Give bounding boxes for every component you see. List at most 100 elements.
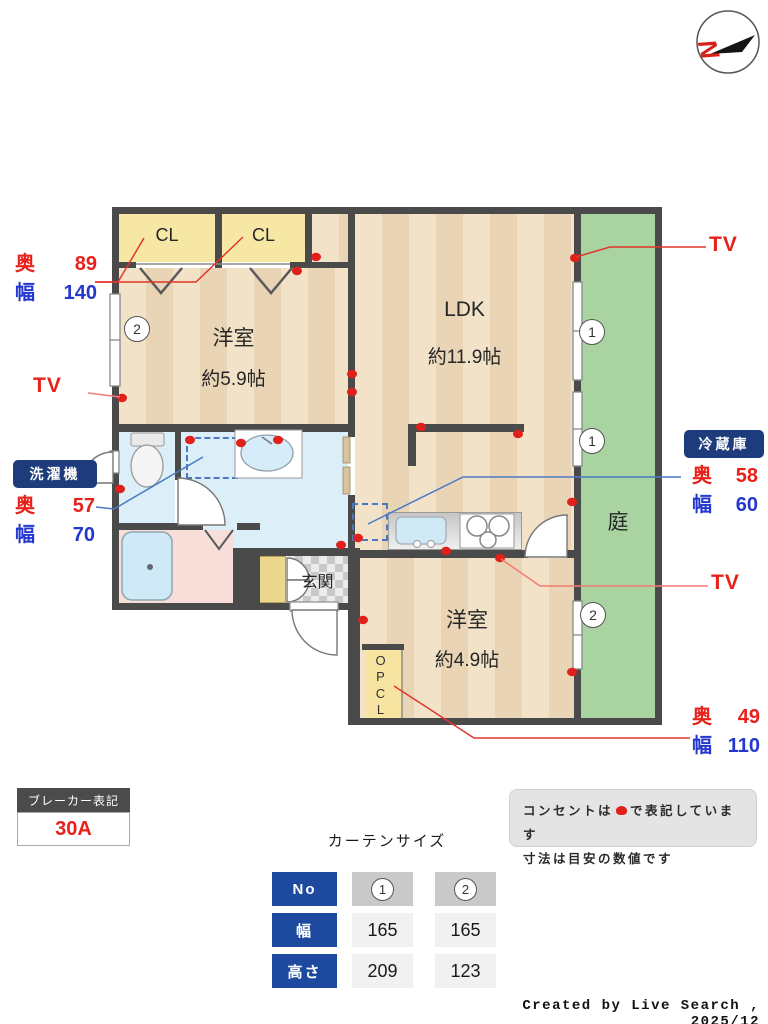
- bathtub-icon: [121, 531, 173, 601]
- curtain-header-height: 高さ: [272, 954, 337, 988]
- outlet-icons: [115, 252, 580, 677]
- breaker-value: 30A: [17, 812, 130, 846]
- opcl-measurements: 奥 49 幅 110: [692, 705, 760, 759]
- legend-note: コンセントはで表記しています 寸法は目安の数値です: [509, 789, 757, 866]
- bedroom2-size: 約4.9帖: [434, 650, 500, 671]
- wall-under-cl-a: [112, 262, 136, 268]
- washer-measurements: 奥 57 幅 70: [15, 494, 95, 548]
- bedroom1-size: 約5.9帖: [201, 369, 266, 390]
- opcl-depth-value: 49: [737, 706, 760, 728]
- fridge-position-box: [352, 503, 388, 541]
- curtain-no1-marker: 1: [371, 877, 394, 901]
- washer-depth-value: 57: [72, 495, 95, 517]
- wall-opcl-top: [362, 644, 404, 650]
- garden-floor: [581, 214, 655, 718]
- curtain-header-no: No: [272, 872, 337, 906]
- wall-bedroom2-left: [348, 548, 360, 725]
- north-arrow-icon: [710, 35, 755, 54]
- toilet-icon: [130, 432, 165, 488]
- closet-depth-value: 89: [74, 253, 97, 275]
- wall-right: [655, 207, 662, 725]
- closet-width-label: 幅: [15, 282, 35, 304]
- wall-ldk-left-upper: [348, 207, 355, 437]
- fridge-width-label: 幅: [692, 494, 712, 516]
- bedroom1-floor: [119, 268, 348, 424]
- ldk-floor: [355, 214, 574, 550]
- breaker-title: ブレーカー表記: [17, 788, 130, 812]
- wall-bath-chunk: [233, 548, 260, 610]
- outlet-legend-icon: [616, 806, 628, 815]
- curtain-size-title: カーテンサイズ: [327, 833, 447, 850]
- wall-cl-divider: [215, 207, 222, 268]
- ldk-name: LDK: [444, 298, 485, 321]
- fridge-measurements: 奥 58 幅 60: [692, 464, 758, 518]
- wall-cl2-right: [305, 207, 312, 268]
- credit-text: Created by Live Search , 2025/12: [522, 998, 760, 1024]
- curtain-no2-cell: 2: [435, 872, 496, 906]
- wall-ldk-left-lower: [348, 495, 355, 553]
- opcl-width-label: 幅: [692, 735, 712, 757]
- wall-left: [112, 207, 119, 610]
- tv-label-bottom-right: TV: [711, 571, 740, 594]
- opcl-closet-floor: [366, 650, 402, 718]
- kitchen-partition-wall: [408, 424, 524, 466]
- curtain-width2-cell: 165: [435, 913, 496, 947]
- curtain-width1-cell: 165: [352, 913, 413, 947]
- closet-measurements: 奥 89 幅 140: [15, 252, 97, 306]
- genkan-label: 玄関: [301, 574, 334, 591]
- fridge-depth-label: 奥: [692, 465, 712, 487]
- window-marker-bedroom2: 2: [580, 602, 606, 628]
- curtain-height2-cell: 123: [435, 954, 496, 988]
- legend-note-line2: 寸法は目安の数値です: [523, 851, 674, 866]
- closet-depth-label: 奥: [15, 253, 35, 275]
- washer-badge: 洗濯機: [13, 460, 97, 488]
- leader-lines: [87, 236, 708, 739]
- window-marker-bedroom1: 2: [124, 316, 150, 342]
- washer-depth-label: 奥: [15, 495, 35, 517]
- compass-circle: [696, 10, 760, 74]
- wall-toilet-divider: [175, 424, 181, 480]
- breaker-box: ブレーカー表記 30A: [17, 788, 130, 846]
- legend-note-line1: コンセントはで表記しています: [523, 804, 735, 842]
- closet-2-floor: [222, 214, 305, 262]
- wall-bath-top-b: [237, 523, 260, 530]
- opcl-depth-label: 奥: [692, 706, 712, 728]
- bedroom1-name: 洋室: [212, 327, 255, 350]
- kitchen-sink-icon: [395, 516, 447, 548]
- compass: N: [692, 10, 760, 74]
- ldk-size: 約11.9帖: [427, 347, 502, 368]
- stove-icon: [459, 513, 515, 549]
- wall-under-cl-b: [290, 262, 355, 268]
- wall-top: [112, 207, 662, 214]
- wall-bedroom1-bottom: [112, 424, 355, 432]
- wall-bath-top-a: [112, 523, 203, 530]
- washer-width-value: 70: [72, 524, 95, 546]
- closet-front-lines: [136, 263, 403, 718]
- bedroom2-name: 洋室: [446, 609, 488, 632]
- shoe-cabinet: [258, 556, 286, 603]
- window-marker-ldk-lower: 1: [579, 428, 605, 454]
- window-icons: [109, 281, 583, 670]
- closet-width-value: 140: [63, 282, 97, 304]
- tv-label-left: TV: [33, 374, 62, 397]
- opcl-width-value: 110: [727, 735, 760, 757]
- closet-1-label: CL: [155, 225, 179, 245]
- curtain-height1-cell: 209: [352, 954, 413, 988]
- fridge-width-value: 60: [735, 494, 758, 516]
- fridge-badge: 冷蔵庫: [684, 430, 764, 458]
- washer-width-label: 幅: [15, 524, 35, 546]
- tv-label-top-right: TV: [709, 233, 738, 256]
- opcl-label: OPCL: [375, 653, 386, 717]
- garden-label: 庭: [607, 511, 629, 534]
- fridge-depth-value: 58: [735, 465, 758, 487]
- folding-door-icons: [139, 267, 293, 551]
- window-marker-ldk-upper: 1: [579, 319, 605, 345]
- curtain-header-width: 幅: [272, 913, 337, 947]
- closet-2-label: CL: [251, 225, 275, 245]
- wall-genkan-top: [260, 548, 360, 556]
- curtain-no1-cell: 1: [352, 872, 413, 906]
- curtain-no2-marker: 2: [454, 877, 477, 901]
- washbasin-icon: [234, 429, 303, 479]
